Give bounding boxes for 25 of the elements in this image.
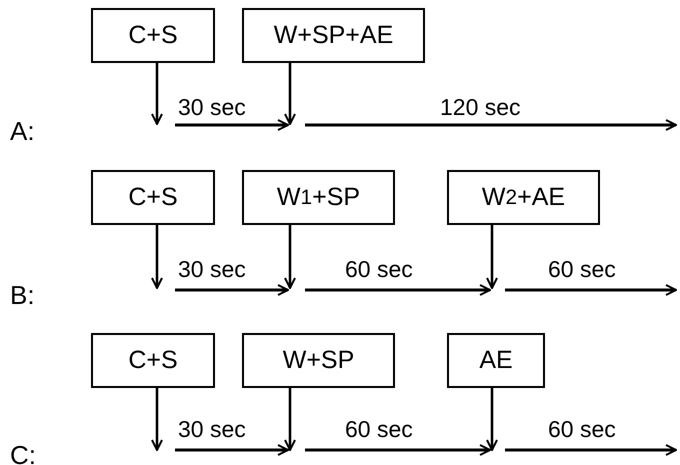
time-label: 60 sec <box>345 256 413 283</box>
row-label: A: <box>10 116 35 147</box>
arrow <box>284 225 296 289</box>
step-box: C+S <box>91 170 215 225</box>
arrow <box>486 225 498 289</box>
step-box: AE <box>447 333 545 388</box>
arrow <box>486 388 498 451</box>
step-box: C+S <box>91 8 215 63</box>
time-label: 120 sec <box>440 94 521 121</box>
step-box: W+SP <box>242 333 395 388</box>
step-box: C+S <box>91 333 215 388</box>
row-label: C: <box>10 440 36 465</box>
arrow <box>284 63 296 125</box>
time-label: 60 sec <box>345 416 413 443</box>
time-label: 30 sec <box>178 256 246 283</box>
arrow <box>151 388 163 451</box>
time-label: 30 sec <box>178 416 246 443</box>
time-label: 60 sec <box>548 256 616 283</box>
arrow <box>151 225 163 289</box>
row-label: B: <box>10 280 35 311</box>
arrow <box>151 63 163 125</box>
time-label: 30 sec <box>178 94 246 121</box>
step-box: W+SP+AE <box>242 8 425 63</box>
time-label: 60 sec <box>548 416 616 443</box>
arrow <box>284 388 296 451</box>
